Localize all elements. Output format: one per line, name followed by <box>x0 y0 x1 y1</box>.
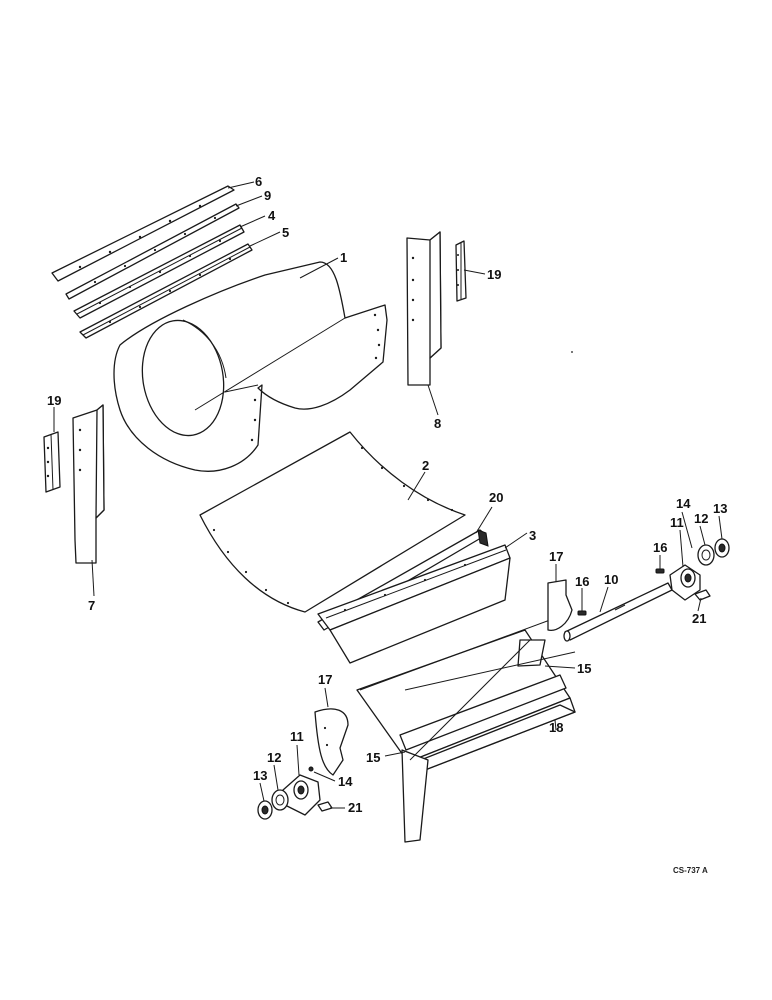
callout-15-right: 15 <box>577 661 591 676</box>
callout-19-lower: 19 <box>47 393 61 408</box>
callout-18: 18 <box>549 720 563 735</box>
callout-17-left: 17 <box>318 672 332 687</box>
callout-7: 7 <box>88 598 95 613</box>
fan-blade-part-18 <box>356 619 576 843</box>
callout-19-upper: 19 <box>487 267 501 282</box>
callout-labels: 6 9 4 5 1 19 8 19 7 2 20 3 17 16 10 16 1… <box>47 174 727 875</box>
callout-21-right: 21 <box>692 611 706 626</box>
callout-2: 2 <box>422 458 429 473</box>
callout-8: 8 <box>434 416 441 431</box>
bolt-part-21-left <box>317 801 333 812</box>
callout-21-left: 21 <box>348 800 362 815</box>
bolt-part-21-right <box>694 589 711 601</box>
curved-plate-part-17-left <box>314 708 349 776</box>
strip-part-4 <box>73 224 245 319</box>
callout-20: 20 <box>489 490 503 505</box>
callout-12-right: 12 <box>694 511 708 526</box>
callout-15-left: 15 <box>366 750 380 765</box>
side-panel-part-8 <box>406 231 442 386</box>
speck <box>571 351 573 353</box>
callout-13-left: 13 <box>253 768 267 783</box>
bracket-part-19-lower <box>43 431 61 493</box>
strip-part-9 <box>65 203 240 300</box>
callout-6: 6 <box>255 174 262 189</box>
callout-16-right-key: 16 <box>653 540 667 555</box>
callout-12-left: 12 <box>267 750 281 765</box>
callout-11-left: 11 <box>290 729 304 744</box>
callout-13-right: 13 <box>713 501 727 516</box>
blade-part-15 <box>404 639 576 761</box>
angle-bar-part-3 <box>317 544 511 664</box>
collar-part-12-left <box>271 789 289 811</box>
strip-part-5 <box>79 243 253 339</box>
strip-part-6 <box>51 185 235 282</box>
bearing-part-11-right <box>669 564 701 601</box>
key-part-16-center <box>577 610 587 616</box>
bracket-part-19-upper <box>455 240 467 302</box>
callout-5: 5 <box>282 225 289 240</box>
callout-14-left: 14 <box>338 774 353 789</box>
curved-plate-part-17-right <box>547 579 573 631</box>
leader-lines <box>53 181 723 809</box>
callout-17-right: 17 <box>549 549 563 564</box>
figure-reference: CS-737 A <box>673 866 708 875</box>
callout-10: 10 <box>604 572 618 587</box>
bearing-part-11-left <box>282 774 321 816</box>
callout-14-right: 14 <box>676 496 691 511</box>
callout-11-right: 11 <box>670 515 684 530</box>
callout-16: 16 <box>575 574 589 589</box>
side-panel-part-7 <box>72 404 105 564</box>
housing-part-1 <box>113 261 388 472</box>
callout-3: 3 <box>529 528 536 543</box>
collar-part-12-right <box>697 544 715 566</box>
key-part-16-right <box>655 568 665 574</box>
callout-4: 4 <box>268 208 276 223</box>
cap-part-13-right <box>714 538 730 558</box>
callout-9: 9 <box>264 188 271 203</box>
callout-1: 1 <box>340 250 347 265</box>
curved-panel-part-2 <box>199 431 466 613</box>
pin-part-14-left <box>308 766 314 772</box>
cap-part-13-left <box>257 800 273 820</box>
